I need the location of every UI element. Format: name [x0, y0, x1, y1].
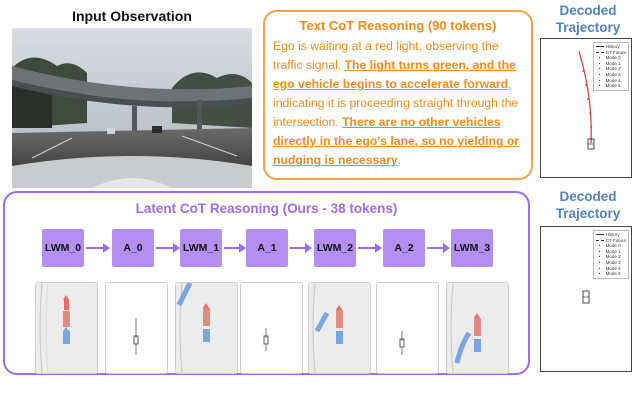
arrow-right-icon: [358, 243, 382, 253]
legend-item: Mode 4: [605, 77, 621, 83]
bev-thumbnail-lwm-3: [446, 282, 509, 374]
decoded-trajectory-title-top: Decoded Trajectory: [538, 2, 638, 36]
legend-item: Mode 0: [605, 55, 621, 61]
text-cot-panel: Text CoT Reasoning (90 tokens) Ego is wa…: [263, 10, 533, 180]
legend-item: GT Future: [605, 49, 626, 55]
token-lwm-3: LWM_3: [451, 229, 493, 267]
legend-item: Mode 5: [605, 271, 621, 277]
trajectory-line: [578, 50, 592, 144]
legend-item: Mode 2: [605, 66, 621, 72]
legend-item: Mode 3: [605, 260, 621, 266]
text-cot-highlight: The light turns green, and the ego vehic…: [273, 58, 516, 91]
legend-item: Mode 1: [605, 248, 621, 254]
legend-item: Mode 2: [605, 254, 621, 260]
legend-item: Mode 5: [605, 83, 621, 89]
token-a-0: A_0: [112, 229, 154, 267]
token-a-1: A_1: [246, 229, 288, 267]
decoded-title-line1: Decoded: [559, 3, 617, 18]
arrow-right-icon: [86, 243, 110, 253]
decoded-title-line2: Trajectory: [555, 20, 621, 35]
text-cot-segment: .: [397, 153, 402, 167]
bev-thumbnail-lwm-2: [308, 282, 371, 374]
arrow-right-icon: [290, 243, 312, 253]
decoded-title-line2: Trajectory: [555, 206, 621, 221]
bev-thumbnail-a-1: [240, 282, 303, 374]
token-a-2: A_2: [383, 229, 425, 267]
text-cot-segment: Ego is waiting at a red light, observing…: [273, 39, 499, 72]
camera-image: [12, 28, 252, 188]
legend-item: History: [605, 44, 620, 49]
legend-item: Mode 3: [605, 72, 621, 78]
latent-cot-title: Latent CoT Reasoning (Ours - 38 tokens): [135, 201, 398, 216]
legend-item: Mode 4: [605, 265, 621, 271]
text-cot-body: Ego is waiting at a red light, observing…: [273, 37, 523, 170]
text-cot-highlight: There are no other vehicles directly in …: [273, 115, 520, 167]
cropped-caption-fragment: [90, 395, 550, 405]
input-observation-title: Input Observation: [72, 8, 192, 24]
decoded-trajectory-title-bottom: Decoded Trajectory: [538, 188, 638, 222]
bev-thumbnail-lwm-1: [175, 282, 238, 374]
arrow-right-icon: [224, 243, 246, 253]
decoded-trajectory-plot-bottom: History GT Future •Mode 0 •Mode 1 •Mode …: [540, 226, 632, 372]
text-cot-segment: , indicating it is proceeding straight t…: [273, 77, 519, 129]
trajectory-points: [580, 58, 592, 140]
legend-item: GT Future: [605, 237, 626, 243]
arrow-right-icon: [427, 243, 450, 253]
token-lwm-2: LWM_2: [314, 229, 356, 267]
legend-top: History GT Future •Mode 0 •Mode 1 •Mode …: [592, 42, 629, 91]
bev-thumbnail-lwm-0: [35, 282, 98, 374]
legend-bottom: History GT Future •Mode 0 •Mode 1 •Mode …: [592, 230, 629, 279]
decoded-title-line1: Decoded: [559, 189, 617, 204]
text-cot-title: Text CoT Reasoning (90 tokens): [299, 18, 497, 33]
latent-cot-panel: [3, 191, 530, 375]
legend-item: History: [605, 232, 620, 237]
decoded-trajectory-plot-top: History GT Future •Mode 0 •Mode 1 •Mode …: [540, 38, 632, 178]
legend-item: Mode 1: [605, 60, 621, 66]
token-lwm-1: LWM_1: [180, 229, 222, 267]
arrow-right-icon: [156, 243, 180, 253]
bev-thumbnail-a-2: [376, 282, 439, 374]
token-lwm-0: LWM_0: [42, 229, 84, 267]
legend-item: Mode 0: [605, 243, 621, 249]
bev-thumbnail-a-0: [105, 282, 168, 374]
